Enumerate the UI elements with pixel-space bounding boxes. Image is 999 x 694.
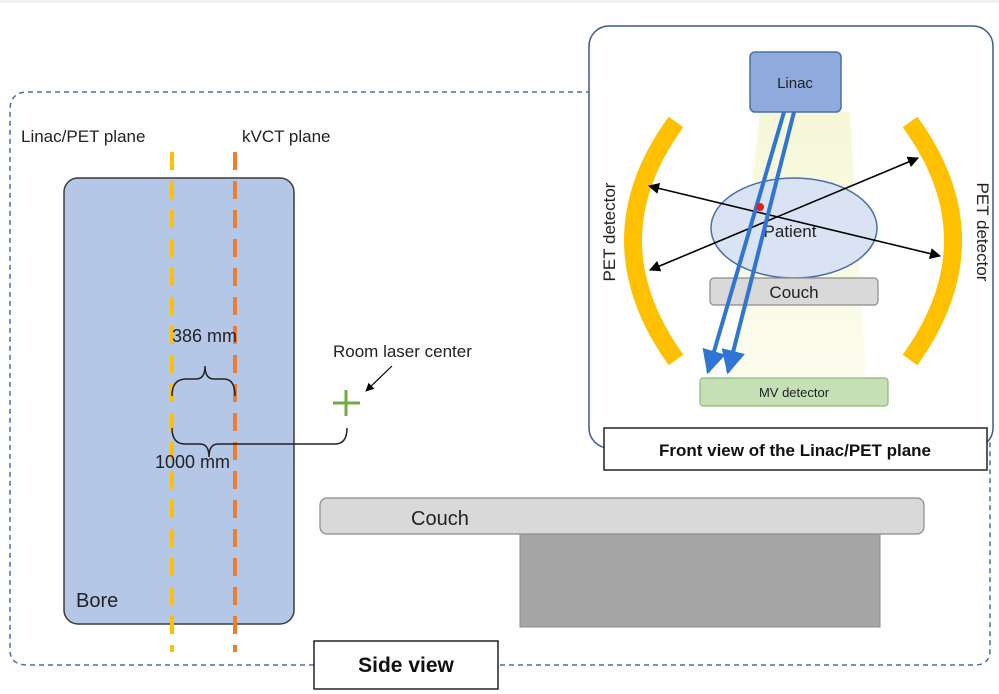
front-view-title: Front view of the Linac/PET plane [659, 441, 931, 460]
annihilation-point [756, 203, 764, 211]
distance-1000-label: 1000 mm [155, 452, 230, 472]
beam-arrow-2 [721, 111, 796, 375]
mv-detector [699, 377, 889, 407]
linac-pet-plane-label: Linac/PET plane [21, 127, 145, 146]
distance-386-label: 386 mm [172, 326, 237, 346]
bore-label: Bore [76, 590, 118, 612]
pet-detector-left-label: PET detector [600, 182, 619, 281]
side-view-title: Side view [358, 654, 454, 677]
side-couch-top [319, 497, 925, 535]
front-view-title-box [603, 427, 988, 471]
kvct-plane-label: kVCT plane [242, 127, 331, 146]
bore [63, 177, 295, 625]
mv-detector-label: MV detector [759, 385, 830, 400]
room-laser-cross-icon [333, 390, 360, 416]
pet-detector-left [624, 116, 684, 366]
linac-label: Linac [777, 75, 813, 92]
side-view-frame [9, 91, 991, 666]
room-laser-label: Room laser center [333, 342, 472, 361]
coincidence-line-2 [648, 156, 920, 272]
front-couch-label: Couch [769, 283, 818, 302]
top-band [0, 0, 999, 3]
pet-detector-right-label: PET detector [973, 183, 992, 282]
brace-1000 [171, 427, 348, 458]
pet-detector-right [902, 116, 962, 366]
beam-arrow-1 [702, 111, 786, 375]
side-couch-label: Couch [411, 508, 469, 530]
linac-box [749, 51, 842, 113]
side-couch-base [519, 531, 881, 628]
side-view-title-box [313, 640, 499, 690]
brace-386 [171, 365, 236, 397]
room-laser-arrow [365, 365, 393, 392]
